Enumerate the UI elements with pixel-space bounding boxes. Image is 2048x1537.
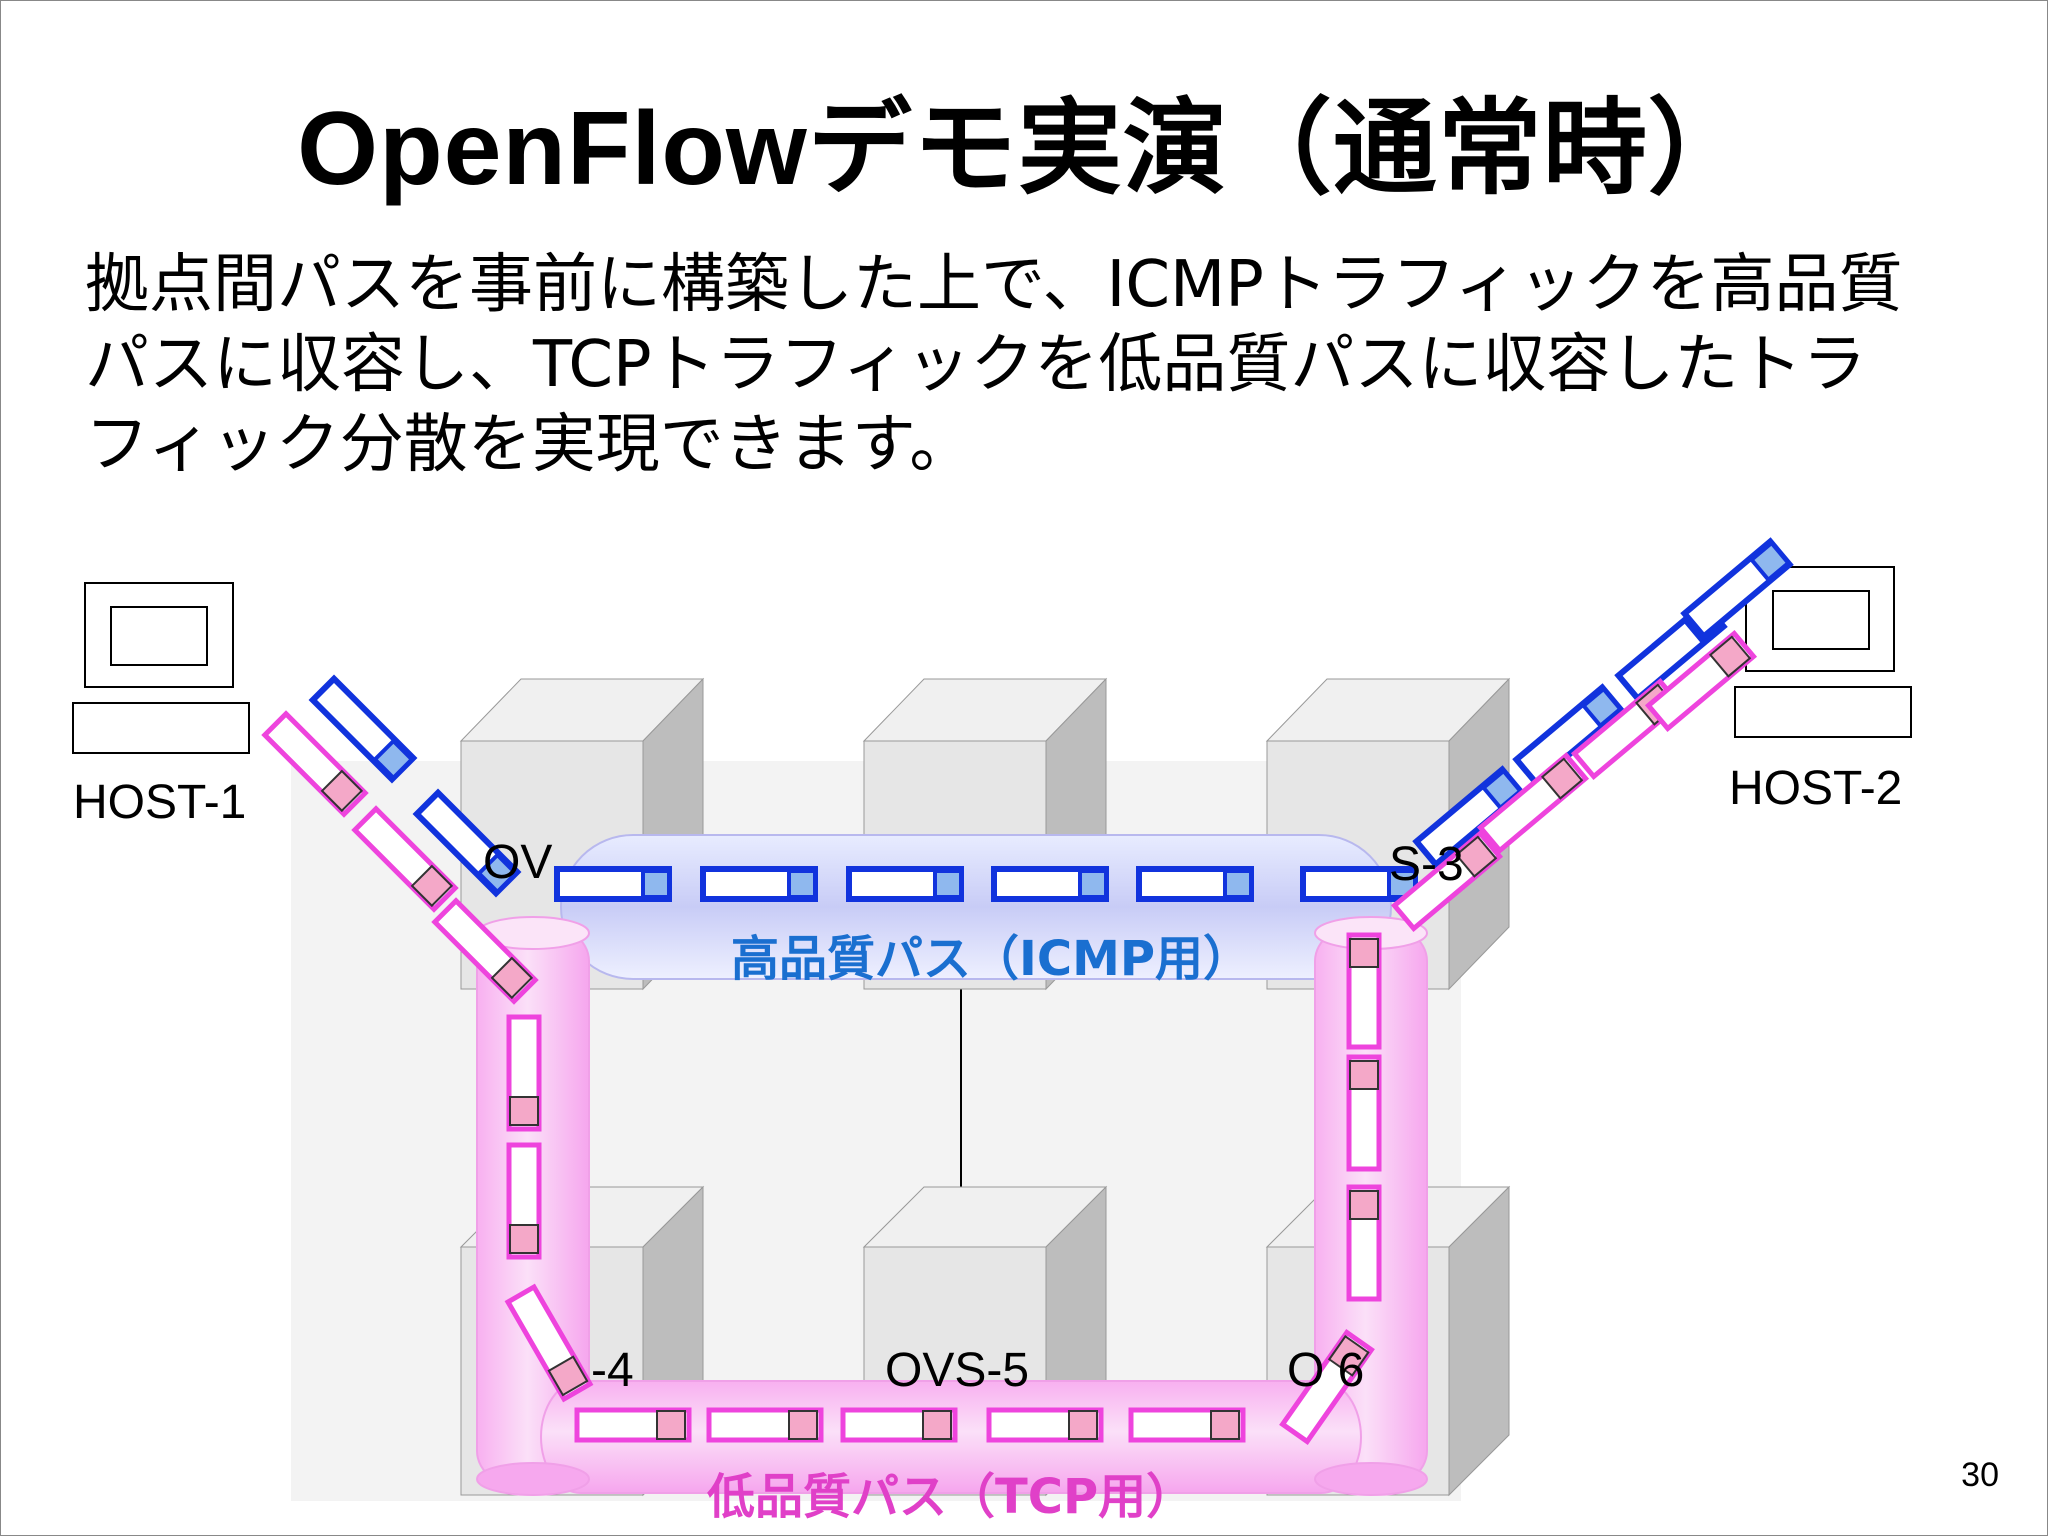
tcp-packet: [504, 1283, 594, 1403]
icmp-packet: [1136, 866, 1254, 902]
icmp-packet: [1300, 866, 1418, 902]
tcp-packet: [1128, 1407, 1246, 1443]
tcp-packet: [351, 805, 459, 913]
tcp-packet: [506, 1014, 542, 1132]
tcp-packet: [1346, 1054, 1382, 1172]
body-line: パスに収容し、TCPトラフィックを低品質パスに収容したトラ: [85, 328, 1867, 402]
host-1-computer-icon: [72, 582, 250, 754]
tcp-packets: [261, 629, 1758, 1445]
host-2-label: HOST-2: [1729, 762, 1903, 815]
slide-body-text: 拠点間パスを事前に構築した上で、ICMPトラフィックを高品質 パスに収容し、TC…: [85, 245, 2045, 485]
body-line: フィック分散を実現できます。: [85, 408, 974, 482]
switch-ovs-1-label: OV: [483, 836, 553, 889]
tcp-packet: [986, 1407, 1104, 1443]
host-2-computer-icon: [1734, 566, 1912, 738]
slide-title: OpenFlowデモ実演（通常時）: [297, 91, 1753, 207]
switch-ovs-3-label: S-3: [1389, 838, 1464, 891]
body-line: 拠点間パスを事前に構築した上で、ICMPトラフィックを高品質: [85, 248, 1903, 322]
tcp-packet: [1390, 829, 1504, 933]
switch-ovs-5-label: OVS-5: [885, 1344, 1030, 1397]
low-quality-path-label: 低品質パス（TCP用）: [707, 1469, 1195, 1525]
tcp-packet: [1346, 1184, 1382, 1302]
switch-ovs-6-label: O 6: [1287, 1344, 1365, 1397]
tcp-packet: [1346, 932, 1382, 1050]
tcp-packet: [261, 710, 369, 818]
tcp-packet: [1644, 629, 1758, 733]
icmp-packet: [554, 866, 672, 902]
icmp-packet: [846, 866, 964, 902]
high-quality-path-label: 高品質パス（ICMP用）: [731, 931, 1252, 987]
tcp-packet: [840, 1407, 958, 1443]
tcp-packet: [506, 1142, 542, 1260]
icmp-packet: [1512, 683, 1626, 787]
tcp-packet: [431, 897, 539, 1005]
page-number: 30: [1961, 1456, 1999, 1494]
icmp-packet: [308, 674, 418, 784]
switch-ovs-4-label: -4: [591, 1344, 634, 1397]
icmp-packets: [308, 537, 1794, 902]
host-1-label: HOST-1: [73, 776, 247, 829]
tcp-packet: [1476, 751, 1590, 855]
icmp-packet: [700, 866, 818, 902]
icmp-packet: [991, 866, 1109, 902]
icmp-packet: [1412, 765, 1526, 869]
tcp-packet: [1279, 1329, 1375, 1445]
icmp-packet: [412, 788, 522, 898]
icmp-packet: [1680, 537, 1794, 641]
tcp-packet: [706, 1407, 824, 1443]
tcp-packet: [574, 1407, 692, 1443]
